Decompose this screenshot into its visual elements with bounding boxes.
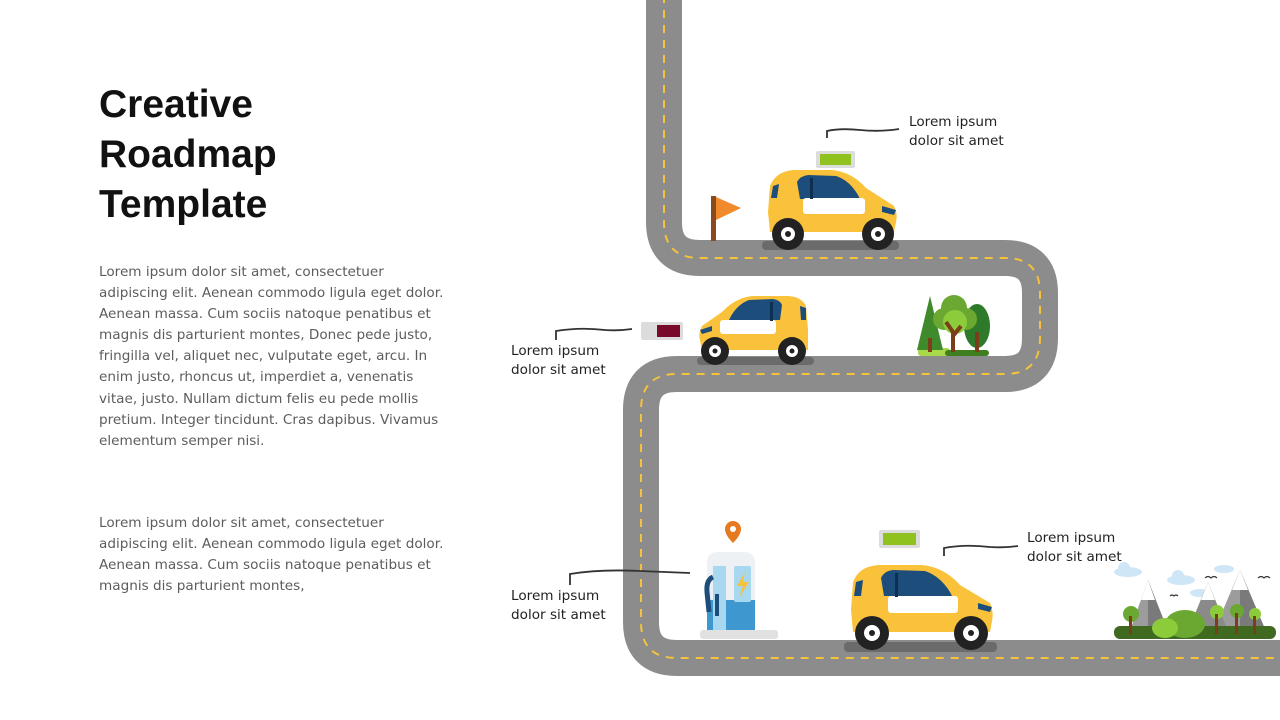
- road-center-dashes: [640, 0, 1280, 659]
- slide-title: Creative Roadmap Template: [99, 80, 499, 230]
- milestone-label-3: Lorem ipsum dolor sit amet: [511, 587, 651, 625]
- location-pin-icon: [725, 521, 741, 543]
- cloud-icon: [1114, 562, 1234, 597]
- description-paragraph-2: Lorem ipsum dolor sit amet, consectetuer…: [99, 515, 444, 595]
- tree-icon: [1123, 604, 1261, 634]
- title-line-3: Template: [99, 183, 268, 226]
- flag-icon: [711, 196, 741, 241]
- milestone-label-3-line-2: dolor sit amet: [511, 607, 606, 623]
- leader-line: [826, 128, 900, 138]
- bird-icon: [1169, 575, 1271, 597]
- car-icon: [762, 170, 899, 250]
- leader-line: [569, 569, 691, 585]
- leader-line: [555, 327, 633, 340]
- road: [623, 0, 1280, 676]
- car-icon: [844, 565, 997, 652]
- lightning-icon: [737, 572, 749, 598]
- landscape-scene: [1114, 562, 1276, 639]
- title-line-1: Creative: [99, 83, 253, 126]
- milestone-label-1: Lorem ipsum dolor sit amet: [909, 113, 1049, 151]
- milestone-label-4-line-1: Lorem ipsum: [1027, 530, 1116, 546]
- milestone-label-2-line-1: Lorem ipsum: [511, 343, 600, 359]
- title-line-2: Roadmap: [99, 133, 277, 176]
- milestone-label-1-line-2: dolor sit amet: [909, 133, 1004, 149]
- milestone-label-4: Lorem ipsum dolor sit amet: [1027, 529, 1167, 567]
- battery-icon: [641, 322, 683, 340]
- battery-icon: [879, 530, 920, 548]
- milestone-label-3-line-1: Lorem ipsum: [511, 588, 600, 604]
- description-paragraph-1: Lorem ipsum dolor sit amet, consectetuer…: [99, 264, 444, 449]
- battery-icon: [816, 151, 855, 168]
- leader-line: [943, 544, 1019, 556]
- charging-station-icon: [700, 552, 778, 639]
- car-icon: [697, 296, 814, 365]
- milestone-label-2-line-2: dolor sit amet: [511, 362, 606, 378]
- milestone-label-4-line-2: dolor sit amet: [1027, 549, 1122, 565]
- tree-icon: [917, 295, 990, 356]
- milestone-label-1-line-1: Lorem ipsum: [909, 114, 998, 130]
- milestone-label-2: Lorem ipsum dolor sit amet: [511, 342, 651, 380]
